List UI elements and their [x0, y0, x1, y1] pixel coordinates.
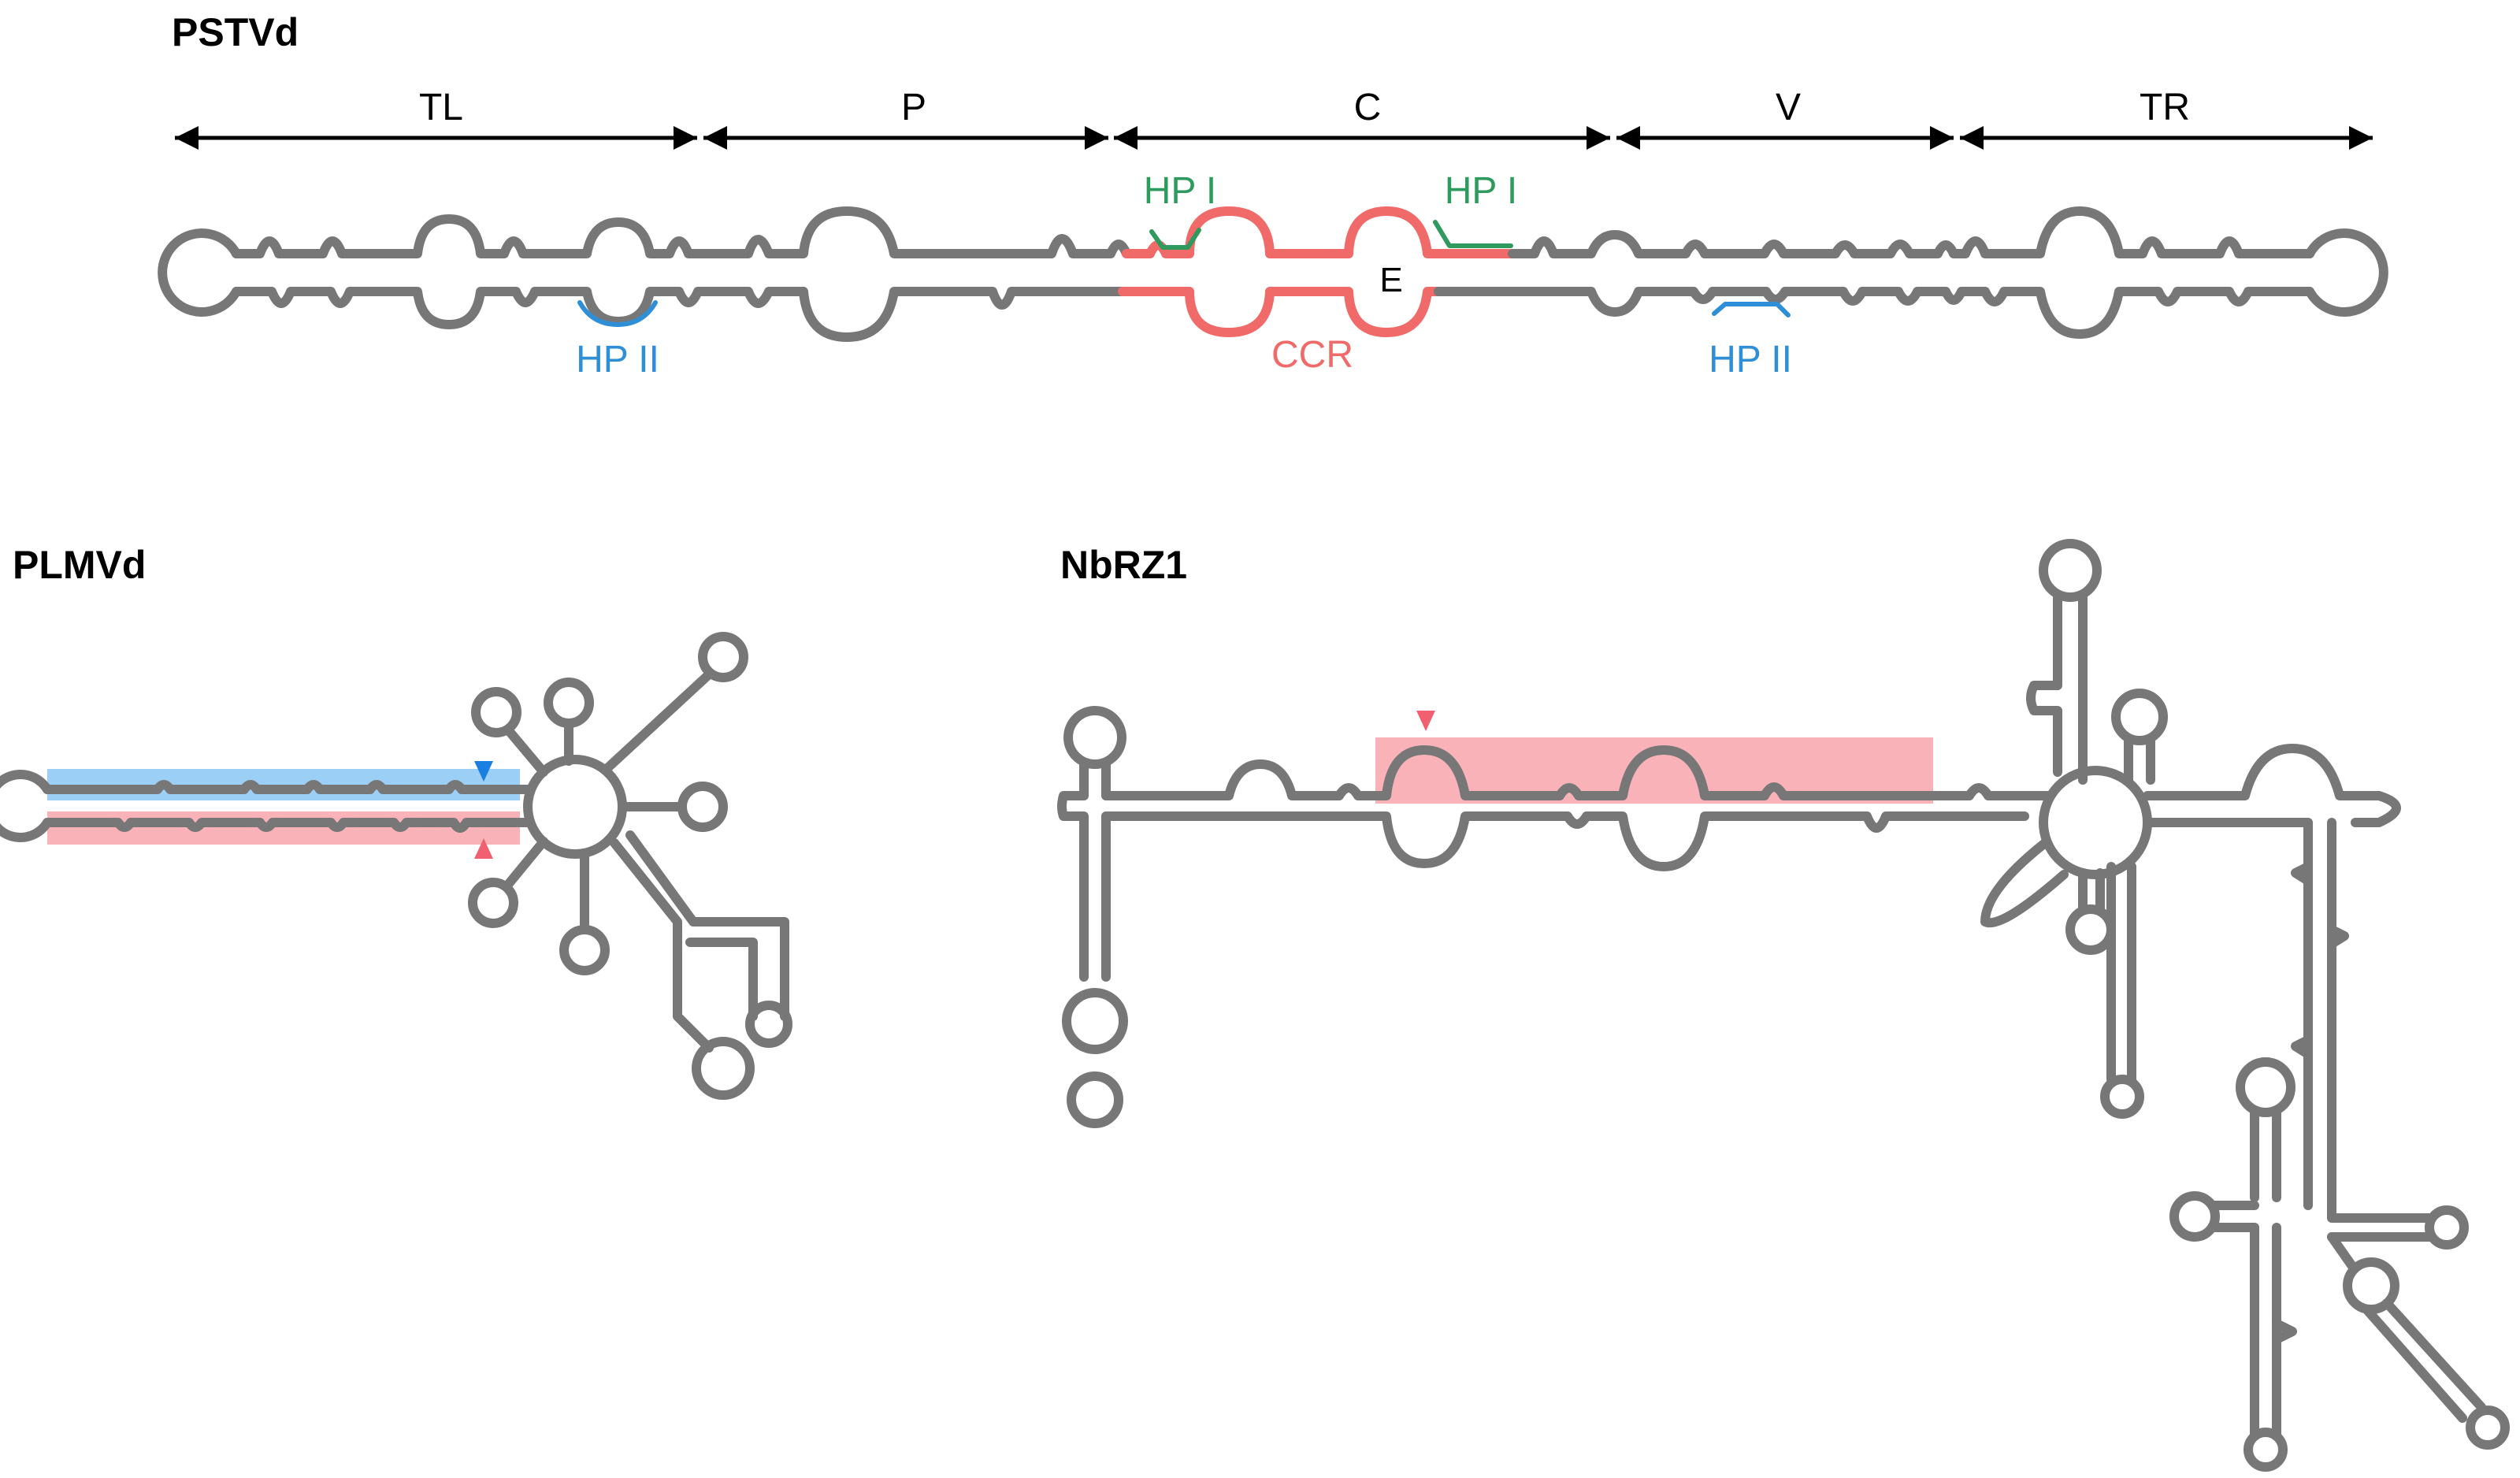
plmvd-hairpin-5 [468, 878, 518, 928]
nbrz1-lower-left-loop [1062, 988, 1128, 1054]
nbrz1-right-long-helix [2143, 818, 2336, 1210]
nbrz1-diagonal-hairpin [2466, 1406, 2510, 1450]
nbrz1-upper-right-stem [2124, 736, 2155, 785]
nbrz1-right-loop [2143, 744, 2401, 827]
nbrz1-left-stem-b [1101, 759, 1139, 800]
plmvd-panel: PLMVd [0, 543, 792, 1100]
plmvd-red-cleavage-marker [474, 838, 493, 859]
nbrz1-title: NbRZ1 [1060, 543, 1187, 587]
hp2-left-label: HP II [576, 339, 659, 381]
lower-strand-right [1434, 287, 2314, 339]
hp1-right-bracket [1433, 220, 1513, 248]
nbrz1-helix-lower [1101, 811, 2029, 871]
e-loop-label: E [1379, 261, 1402, 299]
plmvd-hairpin-6 [559, 925, 610, 975]
nbrz1-cluster-bulge [2272, 1319, 2297, 1344]
pstvd-title: PSTVd [172, 10, 299, 54]
nbrz1-top-left-hairpin [1063, 706, 1126, 769]
plmvd-title: PLMVd [13, 543, 146, 587]
nbrz1-cluster-top-stem [2250, 1108, 2281, 1202]
plmvd-hairpin-2 [544, 678, 594, 728]
pstvd-rod-structure: E [158, 206, 2388, 342]
nbrz1-long-stem-hairpin [2100, 1075, 2144, 1119]
upper-strand-left [232, 206, 1131, 258]
hp1-left-label: HP I [1144, 170, 1216, 212]
nbrz1-helix-upper [1130, 745, 2053, 800]
plmvd-terminal-loop [0, 770, 52, 842]
ccr-label: CCR [1271, 334, 1353, 376]
plmvd-hairpin-1 [471, 687, 521, 737]
plmvd-arm-1 [506, 728, 548, 777]
nbrz1-lower-junction-hairpin [2065, 904, 2116, 955]
nbrz1-left-stem-a [1057, 759, 1089, 982]
nbrz1-lower-junction-stem [2078, 868, 2105, 914]
nbrz1-top-hairpin [2039, 539, 2102, 602]
domain-arrows: TL P C V TR [175, 87, 2373, 150]
lower-strand-left [232, 287, 1127, 342]
nbrz1-long-stem [2106, 862, 2136, 1084]
plmvd-hairpin-3 [698, 632, 748, 682]
hp1-left-annotation: HP I [1144, 170, 1216, 250]
plmvd-arm-7c [685, 938, 758, 1021]
upper-strand-right [1508, 206, 2314, 258]
hp1-left-bracket [1149, 228, 1201, 250]
nbrz1-cluster-bottom-stem [2250, 1223, 2281, 1439]
nbrz1-cluster-bottom-hairpin [2244, 1428, 2288, 1472]
nbrz1-cluster-right-hairpin [2425, 1205, 2469, 1250]
nbrz1-cluster-right-stem [2327, 1201, 2434, 1242]
terminal-loop-right [2305, 228, 2388, 317]
hp2-left-annotation: HP II [576, 300, 659, 381]
plmvd-arm-5 [503, 837, 548, 890]
domain-label-c: C [1354, 87, 1382, 128]
plmvd-blue-cleavage-marker [474, 761, 493, 782]
nbrz1-upper-right-hairpin [2111, 689, 2168, 745]
plmvd-hairpin-4 [677, 782, 728, 832]
nbrz1-diagonal-stem [2327, 1232, 2486, 1423]
nbrz1-cluster-left-stem [2210, 1201, 2259, 1232]
hp2-left-bracket [577, 300, 658, 327]
nbrz1-panel: NbRZ1 [1057, 539, 2510, 1472]
nbrz1-right-bulges [2291, 862, 2349, 1059]
domain-label-v: V [1776, 87, 1801, 128]
hp1-right-annotation: HP I [1433, 170, 1517, 248]
nbrz1-side-loop [1980, 838, 2069, 928]
plmvd-upper-strand [43, 780, 533, 794]
domain-label-tl: TL [419, 87, 463, 128]
plmvd-arm-7b [625, 830, 789, 1021]
nbrz1-cleavage-marker [1416, 711, 1435, 731]
nbrz1-cluster-top-hairpin [2236, 1057, 2295, 1117]
plmvd-arm-3 [602, 670, 714, 774]
nbrz1-cluster-left-hairpin [2169, 1191, 2220, 1242]
ccr-upper [1122, 206, 1517, 258]
domain-label-p: P [901, 87, 926, 128]
pstvd-panel: PSTVd TL P C V TR [158, 10, 2388, 381]
terminal-loop-left [158, 228, 241, 317]
nbrz1-top-stem-a [2026, 592, 2062, 777]
plmvd-hairpin-7 [692, 1037, 755, 1100]
plmvd-arm-7a [610, 838, 714, 1053]
domain-label-tr: TR [2140, 87, 2190, 128]
nbrz1-junction-loop [2039, 766, 2152, 879]
hp2-right-annotation: HP II [1709, 302, 1792, 381]
hp2-right-bracket [1712, 302, 1791, 318]
plmvd-hairpin-8 [745, 1001, 792, 1048]
hp2-right-label: HP II [1709, 339, 1792, 381]
hp1-right-label: HP I [1445, 170, 1517, 212]
plmvd-lower-strand [43, 818, 533, 833]
ccr-lower [1118, 287, 1443, 337]
nbrz1-bottom-left-hairpin [1067, 1071, 1123, 1128]
